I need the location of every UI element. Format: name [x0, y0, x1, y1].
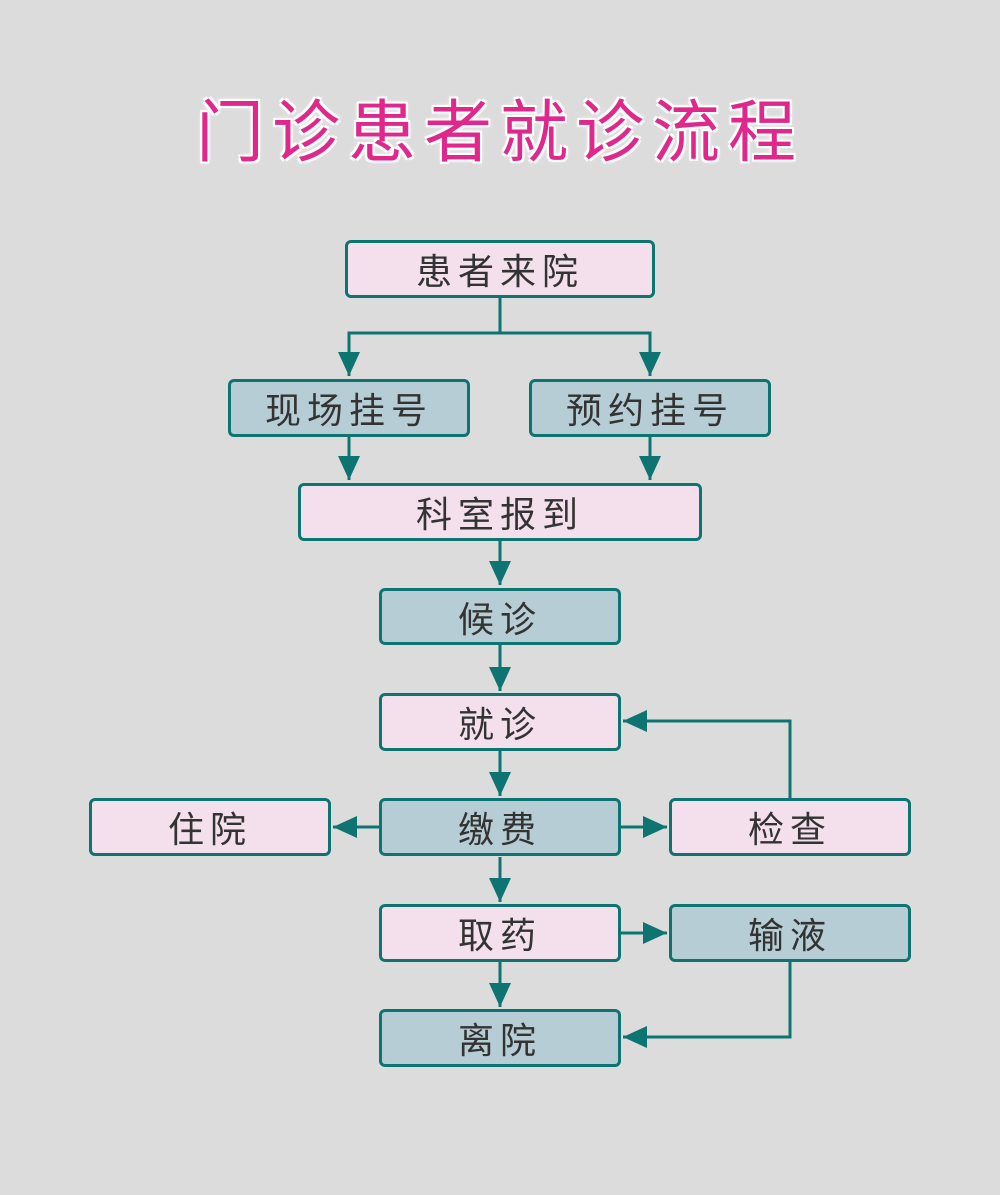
node-arrival: 患者来院 — [345, 240, 655, 298]
node-hospitalization: 住院 — [89, 798, 331, 856]
node-appointment-registration: 预约挂号 — [529, 379, 771, 437]
edge-examination-to-consultation — [623, 710, 792, 798]
node-department-checkin: 科室报到 — [298, 483, 702, 541]
edge-arrival-to-appointment — [500, 331, 661, 376]
node-consultation: 就诊 — [379, 693, 621, 751]
edge-arrival-to-registrations — [338, 297, 502, 376]
node-infusion: 输液 — [669, 904, 911, 962]
node-discharge: 离院 — [379, 1009, 621, 1067]
page-title: 门诊患者就诊流程 — [195, 94, 804, 173]
edge-infusion-to-discharge — [623, 962, 792, 1048]
node-examination: 检查 — [669, 798, 911, 856]
node-pharmacy: 取药 — [379, 904, 621, 962]
node-waiting: 候诊 — [379, 588, 621, 645]
node-onsite-registration: 现场挂号 — [228, 379, 470, 437]
node-payment: 缴费 — [379, 798, 621, 856]
